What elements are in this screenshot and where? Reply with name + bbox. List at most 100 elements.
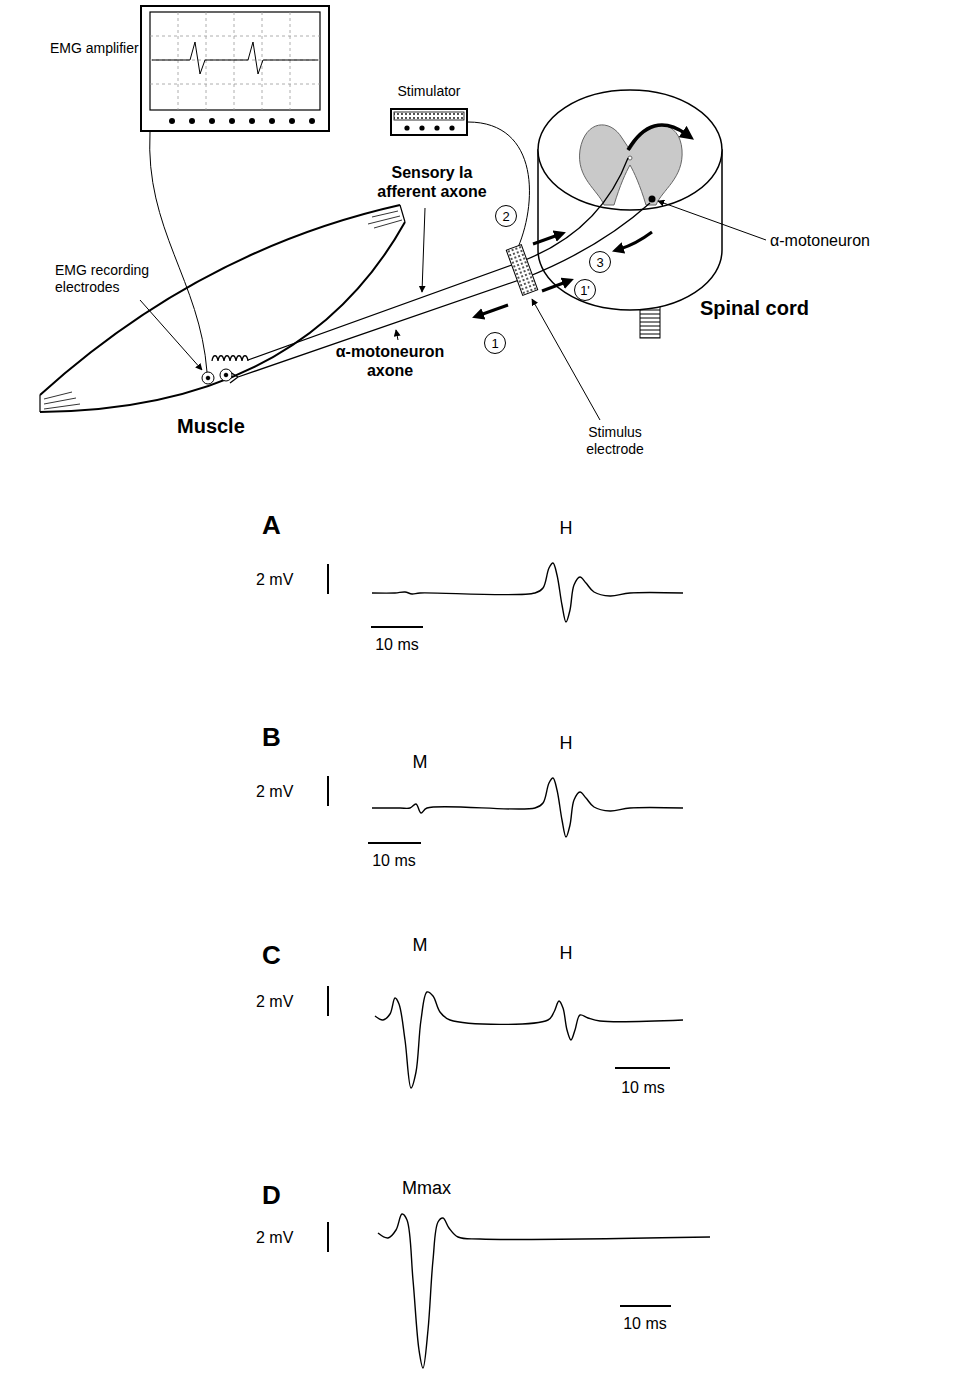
gray-matter — [649, 196, 656, 203]
nerve-axon — [212, 158, 650, 383]
amplifier-knobs — [249, 118, 255, 124]
callout-text: 3 — [596, 256, 603, 269]
scale-bar — [328, 564, 671, 1306]
gray-matter — [580, 125, 683, 205]
callout-number: 1 — [484, 332, 506, 354]
amplifier-knobs — [189, 118, 195, 124]
spinal-cord-outline — [538, 90, 722, 310]
muscle-outline — [40, 205, 405, 412]
stimulator-panel — [404, 125, 409, 130]
conduction-arrow — [542, 282, 566, 291]
electrode-wire — [150, 122, 530, 372]
muscle-outline — [40, 222, 405, 412]
scale-bar — [620, 1305, 671, 1307]
callout-text: 1 — [491, 337, 498, 350]
scale-label: 10 ms — [621, 1078, 665, 1097]
stimulator-panel — [394, 112, 464, 120]
panel-letter: B — [262, 722, 281, 753]
emg-amplifier: EMG amplifier — [140, 5, 330, 132]
emg-trace — [378, 1214, 710, 1368]
device-label: EMG amplifier — [50, 40, 139, 56]
nerve-axon — [248, 158, 628, 360]
axon-label: Sensory Ia afferent axone — [367, 163, 497, 201]
scale-bar — [368, 842, 421, 844]
amplifier-knobs — [269, 118, 275, 124]
scale-bar — [327, 1222, 329, 1252]
gray-matter — [628, 156, 632, 160]
scale-bar — [327, 986, 329, 1016]
leader-line — [140, 201, 766, 420]
callout-text: 2 — [502, 210, 509, 223]
scale-label: 10 ms — [372, 851, 416, 870]
electrode-wire — [150, 132, 207, 372]
amplifier-knobs — [169, 118, 315, 124]
scale-bar — [327, 564, 329, 594]
part-name: Spinal cord — [700, 296, 809, 320]
leader-line — [140, 300, 202, 370]
scale-label: 10 ms — [375, 635, 419, 654]
recording-electrode — [224, 373, 228, 377]
emg-trace — [372, 778, 683, 837]
amplifier-knobs — [289, 118, 295, 124]
conduction-arrow — [533, 235, 558, 244]
scale-bar — [327, 776, 329, 806]
spinal-cord-outline — [538, 90, 722, 210]
scale-bar — [615, 1067, 670, 1069]
scale-label: 2 mV — [256, 992, 293, 1011]
wave-name: M — [413, 752, 428, 774]
callout-number: 3 — [589, 251, 611, 273]
wave-name: H — [560, 943, 573, 965]
leader-line — [422, 208, 425, 292]
callout-text: 1' — [580, 284, 590, 297]
stimulator-panel — [419, 125, 424, 130]
leader-line — [658, 201, 766, 240]
part-name: Muscle — [177, 414, 245, 438]
emg-trace — [372, 563, 710, 1368]
recording-electrode — [220, 369, 232, 381]
conduction-arrow — [628, 125, 686, 150]
muscle-outline — [40, 205, 405, 412]
leader-line — [532, 299, 600, 420]
emg-trace — [375, 992, 683, 1088]
amplifier-screen — [150, 12, 320, 110]
scale-bar — [371, 626, 423, 628]
stimulus-electrode — [506, 245, 537, 296]
amplifier-screen — [152, 42, 318, 74]
conduction-arrow — [620, 232, 652, 249]
panel-letter: A — [262, 510, 281, 541]
amplifier-knobs — [209, 118, 215, 124]
leader-line — [396, 330, 398, 340]
amplifier-knobs — [309, 118, 315, 124]
callout-number: 2 — [495, 205, 517, 227]
electrode-label: EMG recording electrodes — [55, 262, 165, 296]
amplifier-knobs — [229, 118, 235, 124]
stimulator-box: Stimulator — [390, 108, 468, 136]
stimulator-panel — [394, 112, 464, 131]
electrode-label: Stimulus electrode — [575, 424, 655, 458]
gray-matter — [580, 125, 683, 205]
scale-label: 2 mV — [256, 1228, 293, 1247]
muscle-outline — [44, 211, 402, 409]
stimulator-panel — [434, 125, 439, 130]
amplifier-knobs — [169, 118, 175, 124]
conduction-arrow — [480, 125, 686, 315]
stimulus-electrode — [506, 245, 537, 296]
callout-number: 1' — [574, 279, 596, 301]
amplifier-screen — [150, 12, 320, 110]
device-label: Stimulator — [397, 83, 460, 99]
emg-trace — [372, 563, 683, 622]
axon-label: α-motoneuron axone — [325, 342, 455, 380]
wave-name: H — [560, 518, 573, 540]
part-name: α-motoneuron — [770, 231, 870, 250]
nerve-axon — [212, 356, 248, 361]
wave-name: M — [413, 935, 428, 957]
panel-letter: C — [262, 940, 281, 971]
panel-letter: D — [262, 1180, 281, 1211]
recording-electrode — [206, 376, 210, 380]
wave-name: Mmax — [402, 1178, 451, 1200]
scale-label: 2 mV — [256, 782, 293, 801]
scale-label: 2 mV — [256, 570, 293, 589]
conduction-arrow — [480, 305, 508, 315]
recording-electrode — [202, 369, 232, 384]
